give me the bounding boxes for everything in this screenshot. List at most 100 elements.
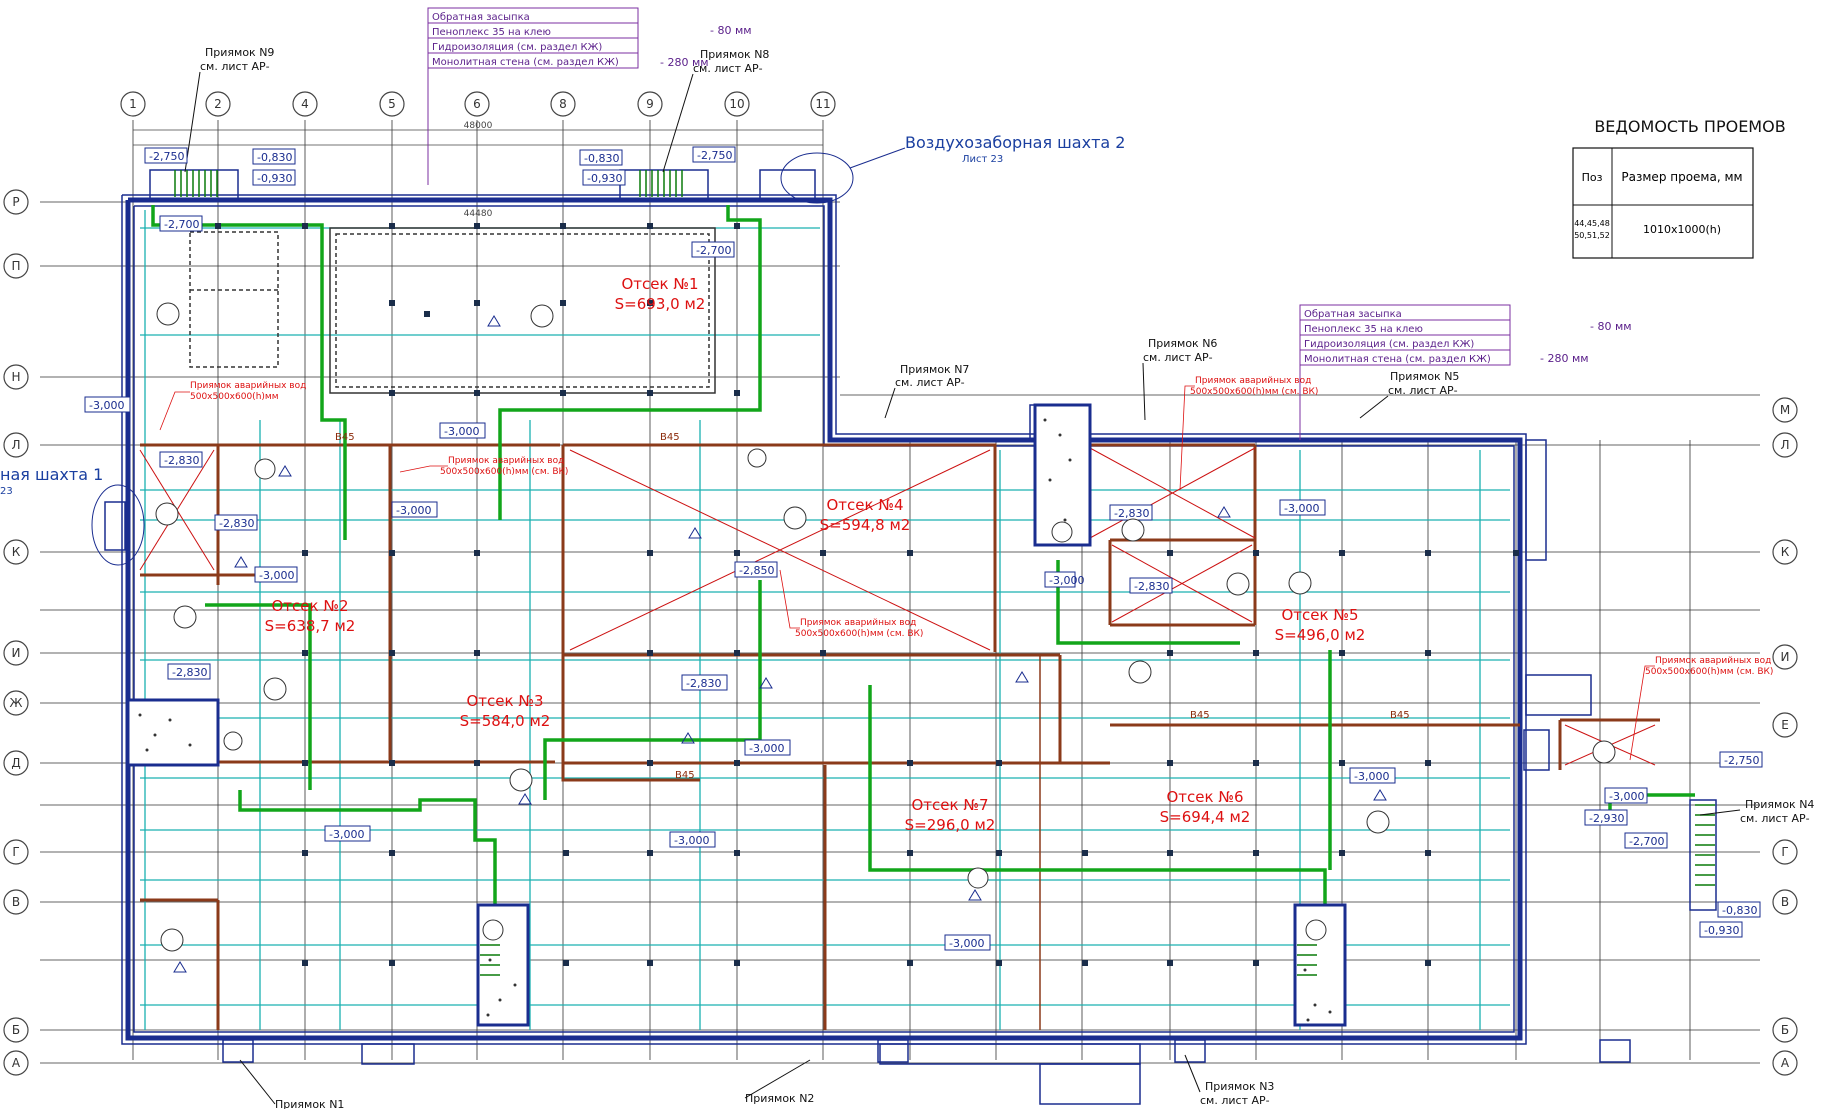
axis-right-G: Г xyxy=(1781,845,1788,859)
axis-top-10: 10 xyxy=(729,97,744,111)
level-m270-b: -2,700 xyxy=(696,244,731,257)
wall-b45-a: В45 xyxy=(335,432,355,443)
compartment-2-name: Отсек №2 xyxy=(272,597,349,615)
pit-n6: Приямок N6 xyxy=(1148,337,1217,350)
axis-left-V: В xyxy=(12,895,20,909)
pit-note-a-size: 500х500х600(h)мм xyxy=(190,392,279,402)
axis-right-B: Б xyxy=(1781,1023,1789,1037)
axis-left-D: Д xyxy=(11,756,20,770)
note-right-4: Монолитная стена (см. раздел КЖ) xyxy=(1304,354,1491,365)
axis-right-L: Л xyxy=(1780,438,1789,452)
pit-n4-ref: см. лист АР- xyxy=(1740,812,1810,825)
level-m300-b: -3,000 xyxy=(259,569,294,582)
level-m093-c: -0,930 xyxy=(1704,924,1739,937)
level-m270-a: -2,700 xyxy=(164,218,199,231)
wall-notes-right: Обратная засыпка Пеноплекс 35 на клею Ги… xyxy=(1299,304,1632,440)
note-right-dim1: - 80 мм xyxy=(1590,320,1632,333)
pit-note-a: Приямок аварийных вод xyxy=(190,381,306,391)
compartment-labels: Отсек №1 S=693,0 м2 Отсек №2 S=638,7 м2 … xyxy=(265,275,1366,834)
pit-n5-ref: см. лист АР- xyxy=(1388,384,1458,397)
level-m300-f: -3,000 xyxy=(329,828,364,841)
level-m270-c: -2,700 xyxy=(1629,835,1664,848)
compartment-6-name: Отсек №6 xyxy=(1167,788,1244,806)
level-m300-a: -3,000 xyxy=(89,399,124,412)
openings-schedule: ВЕДОМОСТЬ ПРОЕМОВ Поз Размер проема, мм … xyxy=(1572,117,1786,259)
axis-left-G: Г xyxy=(12,845,19,859)
axis-top-4: 4 xyxy=(301,97,309,111)
axis-right-V: В xyxy=(1781,895,1789,909)
schedule-row-pos-1: 44,45,48 xyxy=(1574,219,1610,228)
level-marks: -2,750 -0,830 -0,930 -0,830 -0,930 -2,75… xyxy=(84,146,1763,951)
outer-walls xyxy=(125,197,1523,1041)
axis-right-M: М xyxy=(1780,403,1790,417)
axis-left-I: И xyxy=(12,646,21,660)
schedule-col-pos: Поз xyxy=(1582,171,1603,184)
compartment-4-area: S=594,8 м2 xyxy=(820,516,911,534)
compartment-6-area: S=694,4 м2 xyxy=(1160,808,1251,826)
pit-labels: Приямок N9 см. лист АР- Приямок N8 см. л… xyxy=(200,46,1814,1109)
pit-note-d: Приямок аварийных вод xyxy=(1195,376,1311,386)
level-m275-b: -2,750 xyxy=(697,149,732,162)
axis-top-8: 8 xyxy=(559,97,567,111)
schedule-row-size: 1010х1000(h) xyxy=(1643,223,1721,236)
compartment-2-area: S=638,7 м2 xyxy=(265,617,356,635)
pit-n4: Приямок N4 xyxy=(1745,798,1814,811)
level-m093-b: -0,930 xyxy=(587,172,622,185)
schedule-title: ВЕДОМОСТЬ ПРОЕМОВ xyxy=(1594,117,1785,136)
pit-note-e: Приямок аварийных вод xyxy=(1655,656,1771,666)
dim-48000: 48000 xyxy=(464,121,493,131)
level-m275-a: -2,750 xyxy=(149,150,184,163)
level-m283-c: -2,830 xyxy=(172,666,207,679)
pit-n8: Приямок N8 xyxy=(700,48,769,61)
pit-n3: Приямок N3 xyxy=(1205,1080,1274,1093)
compartment-3-name: Отсек №3 xyxy=(467,692,544,710)
note-top-dim2: - 280 мм xyxy=(660,56,709,69)
wall-b45-c: В45 xyxy=(675,770,695,781)
columns xyxy=(215,223,1519,966)
compartment-7-area: S=296,0 м2 xyxy=(905,816,996,834)
level-m283-b: -2,830 xyxy=(219,517,254,530)
level-m300-g: -3,000 xyxy=(674,834,709,847)
level-m300-c: -3,000 xyxy=(444,425,479,438)
shaft-2-sheet: Лист 23 xyxy=(962,154,1003,165)
level-m283-a: -2,830 xyxy=(164,454,199,467)
note-right-dim2: - 280 мм xyxy=(1540,352,1589,365)
evacuation-route xyxy=(151,205,1695,910)
axis-left-L: Л xyxy=(11,438,20,452)
pit-n8-ref: см. лист АР- xyxy=(693,62,763,75)
pit-n5: Приямок N5 xyxy=(1390,370,1459,383)
compartment-5-name: Отсек №5 xyxy=(1282,606,1359,624)
schedule-row-pos-2: 50,51,52 xyxy=(1574,231,1610,240)
pit-note-d-size: 500х500х600(h)мм (см. ВК) xyxy=(1190,387,1318,397)
shaft-2-label: Воздухозаборная шахта 2 xyxy=(905,133,1125,152)
axis-left-A: А xyxy=(12,1056,21,1070)
compartment-4-name: Отсек №4 xyxy=(827,496,904,514)
level-m283-e: -2,830 xyxy=(1114,507,1149,520)
note-top-2: Пеноплекс 35 на клею xyxy=(432,27,551,38)
level-m300-d: -3,000 xyxy=(396,504,431,517)
schedule-col-size: Размер проема, мм xyxy=(1621,170,1742,184)
pit-n9-ref: см. лист АР- xyxy=(200,60,270,73)
level-m300-e: -3,000 xyxy=(749,742,784,755)
note-right-2: Пеноплекс 35 на клею xyxy=(1304,324,1423,335)
partition-walls xyxy=(140,443,1660,1030)
axis-top-6: 6 xyxy=(473,97,481,111)
compartment-1-area: S=693,0 м2 xyxy=(615,295,706,313)
shaft-1-label: ная шахта 1 xyxy=(0,465,103,484)
axis-left-B: Б xyxy=(12,1023,20,1037)
axis-top-2: 2 xyxy=(214,97,222,111)
level-m083-b: -0,830 xyxy=(584,152,619,165)
axis-top-5: 5 xyxy=(388,97,396,111)
pit-n9: Приямок N9 xyxy=(205,46,274,59)
axis-top-11: 11 xyxy=(815,97,830,111)
axis-right-A: А xyxy=(1781,1056,1790,1070)
level-m283-f: -2,830 xyxy=(1134,580,1169,593)
pit-n6-ref: см. лист АР- xyxy=(1143,351,1213,364)
level-m285: -2,850 xyxy=(739,564,774,577)
axis-top-1: 1 xyxy=(129,97,137,111)
note-right-1: Обратная засыпка xyxy=(1304,309,1402,320)
pit-note-c-size: 500х500х600(h)мм (см. ВК) xyxy=(795,629,923,639)
wall-type-labels: В45 В45 В45 В45 В45 xyxy=(335,432,1410,781)
dim-44480: 44480 xyxy=(464,209,493,219)
